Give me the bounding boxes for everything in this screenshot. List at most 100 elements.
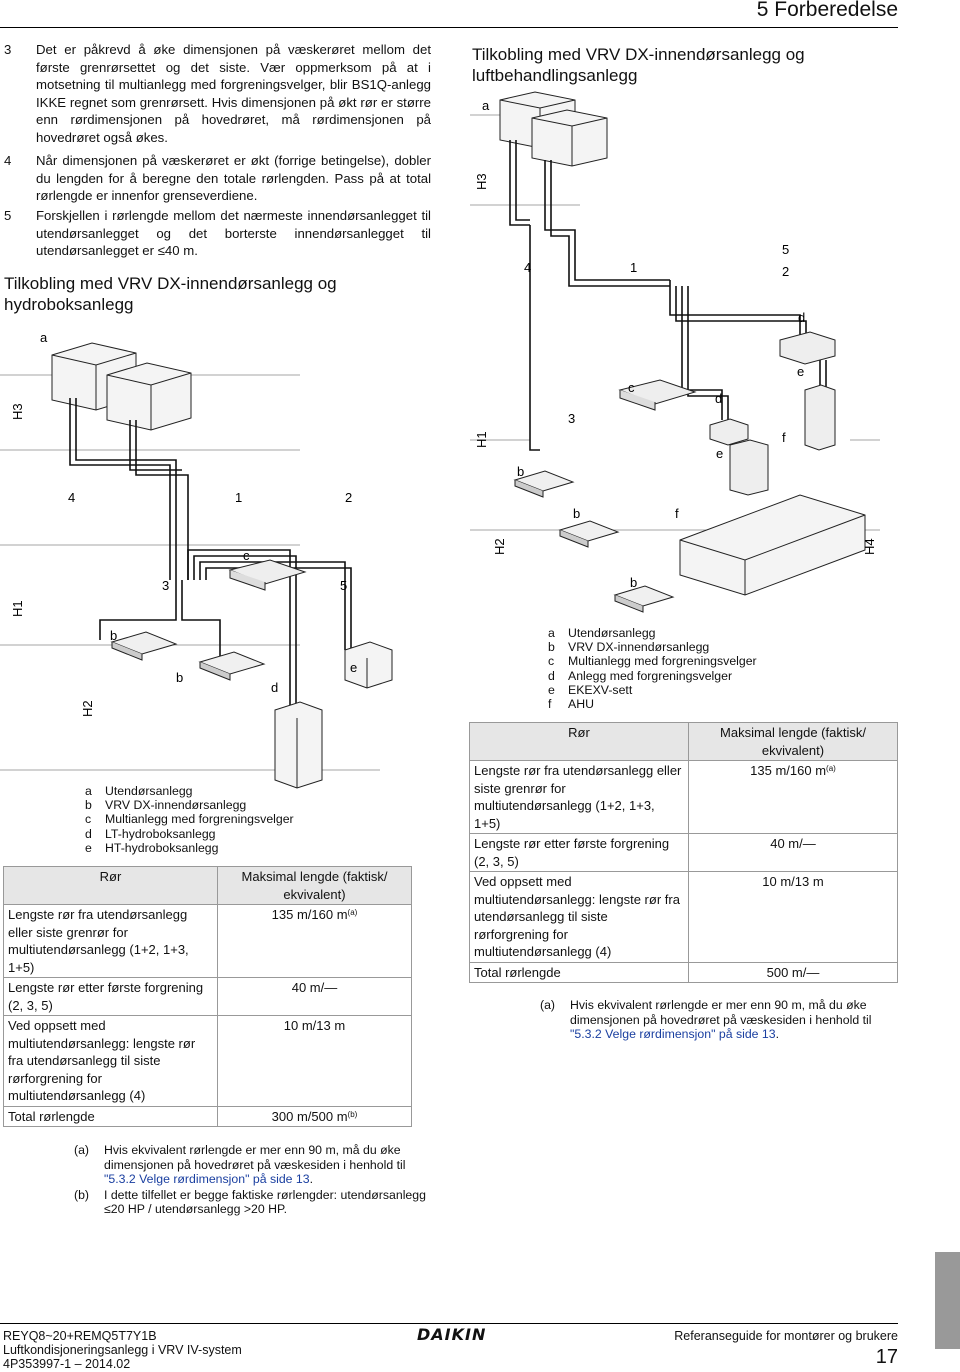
table-row: Total rørlengde 300 m/500 m(b) [3,1105,412,1127]
section-title: 5 Forberedelse [756,0,898,21]
label-c: c [628,380,635,395]
section-heading: Tilkobling med VRV DX-innendørsanlegg og… [472,45,805,85]
label-f: f [782,430,786,445]
label-d: d [271,680,278,695]
pipe-cell: Lengste rør etter første forgrening (2, … [3,977,218,1016]
label-4: 4 [68,490,75,505]
daikin-logo: DAIKIN [417,1325,487,1344]
table-row: Lengste rør etter første forgrening (2, … [469,833,898,872]
value-cell: 40 m/— [688,833,898,872]
list-item-text: Når dimensjonen på væskerøret er økt (fo… [36,153,431,204]
pipe-cell: Lengste rør etter første forgrening (2, … [469,833,689,872]
label-f: f [675,506,679,521]
value-cell: 10 m/13 m [688,871,898,963]
list-item-number: 5 [4,208,12,223]
footer-rule [0,1323,898,1324]
header-rule [0,27,898,28]
label-b: b [573,506,580,521]
label-b: b [517,464,524,479]
label-h1: H1 [10,600,25,617]
table-row: Ved oppsett med multiutendørsanlegg: len… [469,871,898,963]
pipe-cell: Ved oppsett med multiutendørsanlegg: len… [3,1015,218,1107]
hydrobox-connection-diagram: a 4 1 2 c 3 5 b b d e H3 H1 H2 [0,320,440,789]
pipe-length-table: Rør Maksimal lengde (faktisk/ ekvivalent… [3,866,412,1127]
label-3: 3 [162,578,169,593]
ahu-connection-diagram: a 4 1 5 2 d e c d 3 f e b b f b H3 H1 H2… [470,90,890,620]
label-e: e [350,660,357,675]
label-h2: H2 [80,700,95,717]
pipe-cell: Total rørlengde [3,1105,218,1127]
pipe-length-table: Rør Maksimal lengde (faktisk/ ekvivalent… [469,722,898,983]
label-5: 5 [782,242,789,257]
label-e: e [797,364,804,379]
label-b: b [176,670,183,685]
footer-doc-id: 4P353997-1 – 2014.02 [3,1357,131,1371]
label-4: 4 [524,260,531,275]
table-row: Total rørlengde 500 m/— [469,961,898,983]
label-a: a [482,98,490,113]
value-cell: 500 m/— [688,961,898,983]
section-heading: Tilkobling med VRV DX-innendørsanlegg og… [4,274,337,314]
label-c: c [243,548,250,563]
list-item-number: 3 [4,42,12,57]
label-b: b [630,575,637,590]
column-header: Rør [469,722,689,761]
value-cell: 10 m/13 m [217,1015,412,1107]
footer-model: REYQ8~20+REMQ5T7Y1B [3,1329,157,1343]
label-d: d [798,310,805,325]
label-h3: H3 [474,173,489,190]
table-header-row: Rør Maksimal lengde (faktisk/ ekvivalent… [3,866,412,905]
note: (a) Hvis ekvivalent rørlengde er mer enn… [540,998,872,1041]
note: (a) Hvis ekvivalent rørlengde er mer enn… [74,1143,406,1186]
table-notes: (a) Hvis ekvivalent rørlengde er mer enn… [74,1143,434,1217]
pipe-cell: Lengste rør fra utendørsanlegg eller sis… [469,760,689,834]
list-item: 3 Det er påkrevd å øke dimensjonen på væ… [4,41,431,147]
label-1: 1 [235,490,242,505]
label-h4: H4 [862,538,877,555]
section-link[interactable]: "5.3.2 Velge rørdimensjon" på side 13 [104,1172,310,1186]
pipe-cell: Lengste rør fra utendørsanlegg eller sis… [3,904,218,978]
list-item-text: Det er påkrevd å øke dimensjonen på væsk… [36,42,431,145]
label-3: 3 [568,411,575,426]
label-b: b [110,628,117,643]
column-header: Maksimal lengde (faktisk/ ekvivalent) [217,866,412,905]
label-e: e [716,446,723,461]
column-header: Rør [3,866,218,905]
table-header-row: Rør Maksimal lengde (faktisk/ ekvivalent… [469,722,898,761]
page-number: 17 [875,1346,898,1368]
list-item: 5 Forskjellen i rørlengde mellom det nær… [4,207,431,261]
label-2: 2 [782,264,789,279]
value-cell: 40 m/— [217,977,412,1016]
label-1: 1 [630,260,637,275]
list-item: 4 Når dimensjonen på væskerøret er økt (… [4,152,431,206]
label-d: d [715,391,722,406]
value-cell: 300 m/500 m(b) [217,1105,412,1127]
table-row: Lengste rør etter første forgrening (2, … [3,977,412,1016]
section-link[interactable]: "5.3.2 Velge rørdimensjon" på side 13 [570,1027,776,1041]
table-row: Lengste rør fra utendørsanlegg eller sis… [469,760,898,834]
table-notes: (a) Hvis ekvivalent rørlengde er mer enn… [540,998,885,1042]
value-cell: 135 m/160 m(a) [688,760,898,834]
column-header: Maksimal lengde (faktisk/ ekvivalent) [688,722,898,761]
pipe-cell: Ved oppsett med multiutendørsanlegg: len… [469,871,689,963]
label-a: a [40,330,48,345]
label-5: 5 [340,578,347,593]
list-item-text: Forskjellen i rørlengde mellom det nærme… [36,208,431,259]
footer-system: Luftkondisjoneringsanlegg i VRV IV-syste… [3,1343,242,1357]
value-cell: 135 m/160 m(a) [217,904,412,978]
note: (b) I dette tilfellet er begge faktiske … [74,1187,426,1217]
label-h2: H2 [492,538,507,555]
label-h1: H1 [474,431,489,448]
list-item-number: 4 [4,153,12,168]
